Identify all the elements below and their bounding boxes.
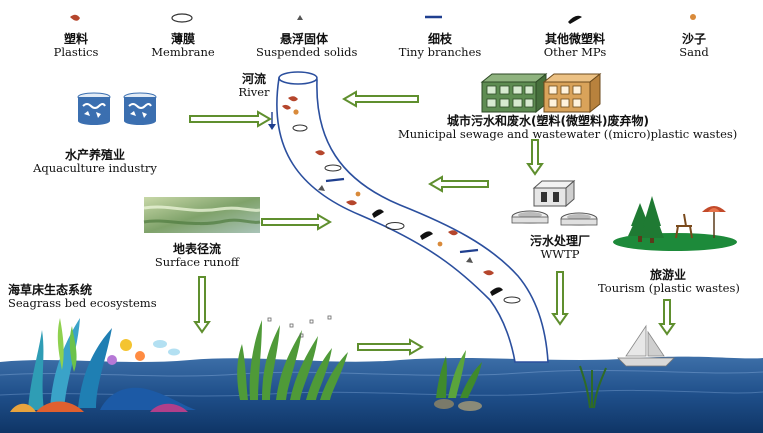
legend-sand-zh: 沙子 (681, 32, 706, 46)
legend-other-mps-zh: 其他微塑料 (544, 32, 605, 46)
municipal-label-zh: 城市污水和废水(塑料(微塑料)废弃物) (447, 114, 649, 128)
legend-plastics-en: Plastics (53, 45, 99, 60)
legend-suspended-solids: 悬浮固体 Suspended solids (256, 32, 358, 60)
coral-reef (10, 318, 196, 412)
tourism-label-en: Tourism (plastic wastes) (598, 281, 740, 296)
other-mp-icon (568, 15, 582, 24)
legend-membrane-zh: 薄膜 (170, 32, 195, 46)
legend-plastics: 塑料 Plastics (48, 32, 104, 60)
suspended-particles (267, 315, 332, 338)
city-buildings (480, 72, 602, 114)
river-label: 河流 River (226, 72, 282, 100)
seagrass-bundle-2 (434, 350, 482, 411)
legend-other-mps-en: Other MPs (543, 45, 607, 60)
arrow-wwtp-to-sea (551, 271, 569, 326)
legend-sand: 沙子 Sand (666, 32, 722, 60)
arrow-seagrass-to-seagrass (357, 338, 424, 356)
seagrass-label-zh: 海草床生态系统 (8, 283, 93, 297)
municipal-label: 城市污水和废水(塑料(微塑料)废弃物) Municipal sewage and… (398, 114, 738, 142)
aquaculture-label-zh: 水产养殖业 (64, 148, 125, 162)
municipal-label-en: Municipal sewage and wastewater ((micro)… (398, 127, 738, 142)
arrow-city-to-river (342, 90, 419, 108)
arrow-aquaculture-to-river (189, 110, 272, 128)
wwtp-label-en: WWTP (540, 247, 580, 262)
tourism-island (613, 196, 737, 251)
membrane-icon (171, 13, 193, 23)
legend-sand-en: Sand (679, 45, 709, 60)
tourism-label-zh: 旅游业 (649, 268, 686, 282)
tourism-label: 旅游业 Tourism (plastic wastes) (598, 268, 740, 296)
runoff-label-en: Surface runoff (154, 255, 240, 270)
legend-tiny-branches-zh: 细枝 (427, 32, 452, 46)
river-particles (268, 96, 521, 304)
arrow-runoff-to-river (261, 213, 332, 231)
wwtp-facility (511, 179, 598, 226)
runoff-label-zh: 地表径流 (172, 242, 221, 256)
river-label-zh: 河流 (241, 72, 266, 86)
arrow-tourism-to-sea (658, 299, 676, 336)
wwtp-label-zh: 污水处理厂 (529, 234, 590, 248)
suspended-solid-icon (297, 15, 303, 20)
aquaculture-tanks (77, 92, 157, 125)
seagrass-label-en: Seagrass bed ecosystems (8, 296, 157, 311)
surface-runoff-image (143, 197, 261, 233)
seagrass-bundle-1 (237, 320, 348, 400)
wwtp-label: 污水处理厂 WWTP (520, 234, 600, 262)
legend-tiny-branches-en: Tiny branches (398, 45, 482, 60)
aquaculture-label-en: Aquaculture industry (33, 161, 157, 176)
plastic-fragment-icon (70, 14, 80, 21)
arrow-wwtp-to-river (428, 175, 489, 193)
legend-icons (70, 13, 696, 24)
legend-suspended-solids-en: Suspended solids (256, 45, 358, 60)
seagrass-label: 海草床生态系统 Seagrass bed ecosystems (8, 283, 158, 311)
legend-membrane-en: Membrane (151, 45, 215, 60)
legend-other-mps: 其他微塑料 Other MPs (530, 32, 620, 60)
sea (0, 356, 763, 433)
sand-grain-icon (690, 14, 696, 20)
flow-arrows (189, 90, 676, 356)
arrow-runoff-to-seagrass (193, 276, 211, 334)
legend-tiny-branches: 细枝 Tiny branches (392, 32, 488, 60)
legend-suspended-solids-zh: 悬浮固体 (279, 32, 328, 46)
seagrass-bundle-3 (579, 365, 607, 409)
runoff-label: 地表径流 Surface runoff (152, 242, 242, 270)
river-channel (276, 71, 549, 363)
legend-plastics-zh: 塑料 (63, 32, 88, 46)
arrow-city-to-wwtp (526, 139, 544, 176)
aquaculture-label: 水产养殖业 Aquaculture industry (30, 148, 160, 176)
sailboat (617, 324, 675, 367)
river-label-en: River (238, 85, 270, 100)
legend-membrane: 薄膜 Membrane (148, 32, 218, 60)
